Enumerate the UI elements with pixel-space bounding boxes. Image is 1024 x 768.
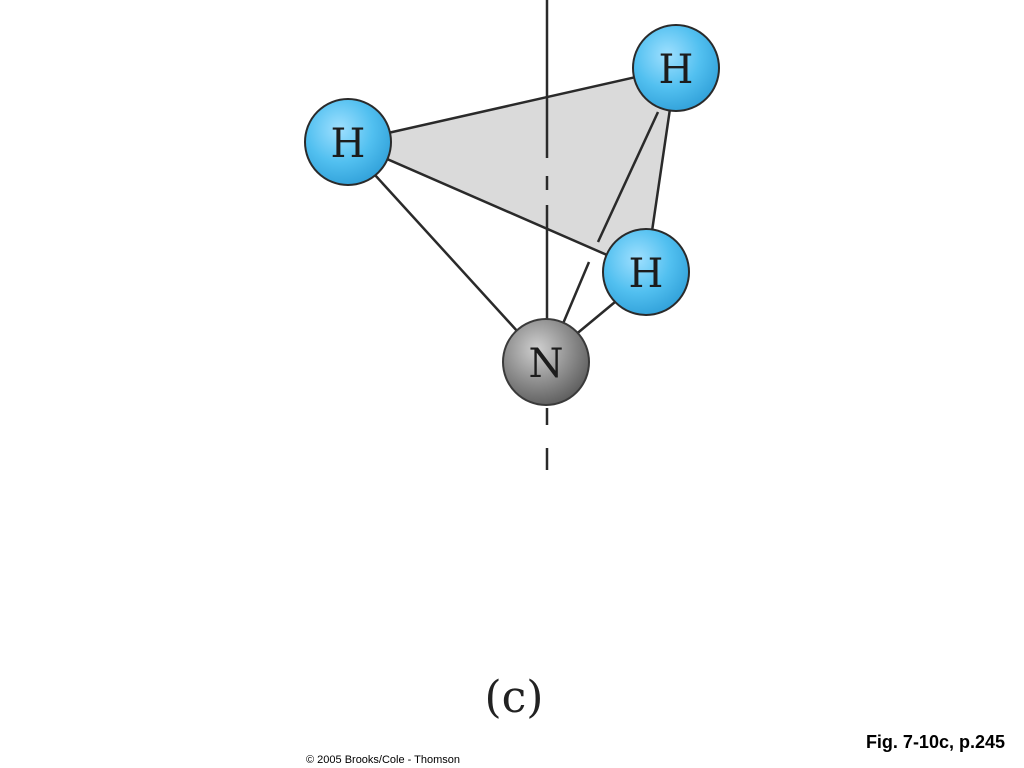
hydrogen-left-symbol: H (331, 121, 366, 167)
hydrogen-atom-left: H (304, 98, 392, 186)
bond-n-h-front (573, 301, 616, 337)
base-plane-triangle (344, 66, 678, 274)
copyright-notice: © 2005 Brooks/Cole - Thomson (306, 754, 461, 766)
nitrogen-symbol: N (529, 341, 564, 387)
hydrogen-atom-top-right: H (632, 24, 720, 112)
figure-reference: Fig. 7-10c, p.245 (865, 732, 1005, 752)
nitrogen-atom: N (502, 318, 590, 406)
bond-n-h-top-right-upper (596, 111, 660, 243)
hydrogen-front-symbol: H (629, 251, 664, 297)
bond-n-h-left (374, 174, 519, 333)
hydrogen-atom-front: H (602, 228, 690, 316)
hydrogen-top-right-symbol: H (659, 47, 694, 93)
panel-label: (c) (484, 672, 544, 723)
bond-n-h-top-right-lower (560, 261, 591, 327)
